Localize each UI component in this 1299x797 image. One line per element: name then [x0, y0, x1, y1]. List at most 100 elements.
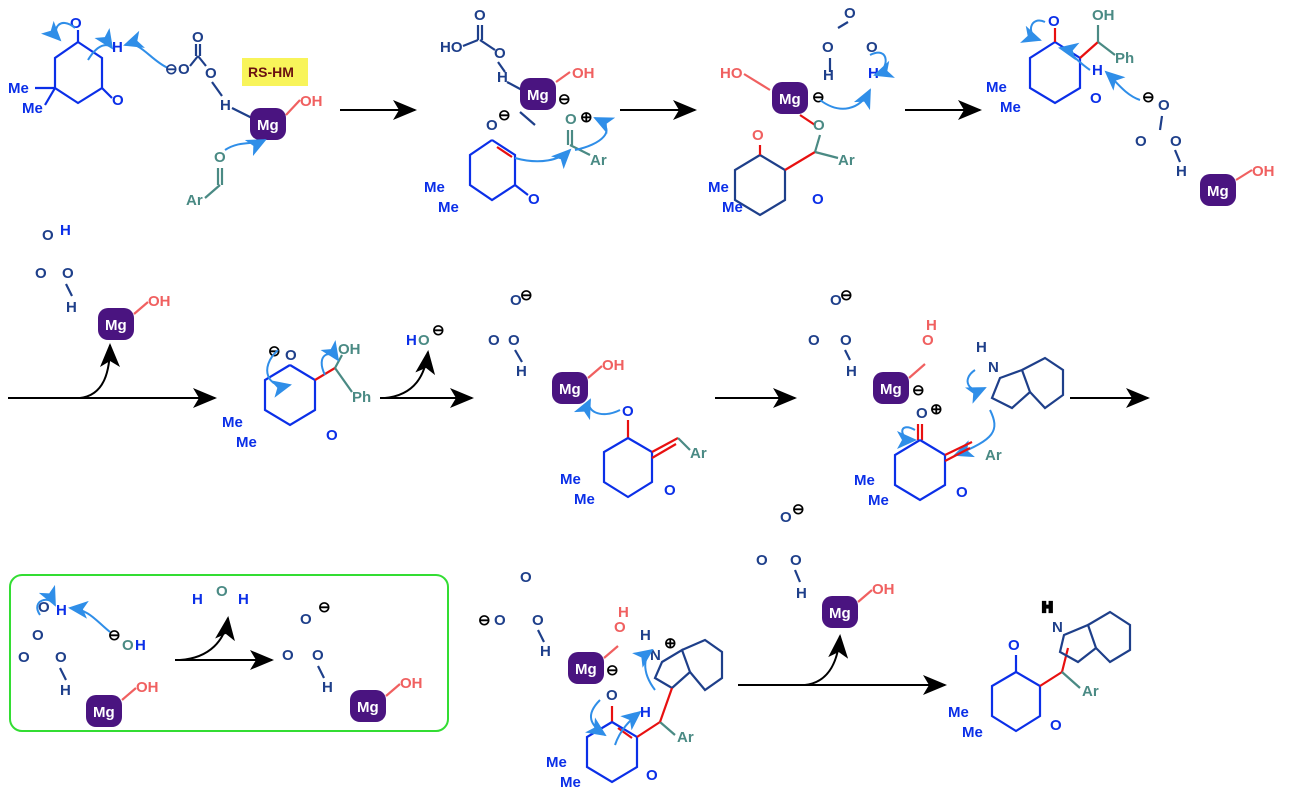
svg-text:H: H	[540, 643, 551, 660]
dimedone-structure-1: O O Me Me H	[8, 15, 124, 117]
svg-text:O: O	[756, 552, 768, 569]
svg-text:H: H	[618, 604, 629, 621]
svg-text:O: O	[565, 111, 577, 128]
svg-text:O: O	[494, 612, 506, 629]
svg-text:O: O	[1135, 133, 1147, 150]
final-product: O Ar O Me Me H N	[948, 598, 1132, 741]
svg-text:⊖: ⊖	[478, 612, 491, 629]
methyl-2: Me	[22, 100, 43, 117]
svg-text:O: O	[614, 619, 626, 636]
activated-enone-7: O ⊕ Ar O Me Me	[854, 401, 1002, 509]
mg-center-4: Mg OH	[1200, 163, 1275, 206]
mg-center-7: Mg ⊖ O H	[873, 317, 937, 404]
svg-text:Me: Me	[1000, 99, 1021, 116]
svg-text:N: N	[1052, 619, 1063, 636]
dehydration-intermediate: O ⊖ OH Ph O Me Me	[222, 341, 371, 451]
svg-text:O: O	[812, 191, 824, 208]
svg-text:OH: OH	[148, 293, 171, 310]
michael-adduct-8: O Ar H O Me Me H N ⊕	[546, 627, 724, 791]
catalyst-badge: RS-HM	[242, 58, 308, 86]
svg-text:⊖: ⊖	[268, 343, 281, 360]
svg-text:⊖: ⊖	[318, 599, 331, 616]
svg-text:HO: HO	[720, 65, 743, 82]
svg-text:O: O	[1090, 90, 1102, 107]
svg-text:O: O	[42, 227, 54, 244]
svg-text:O: O	[205, 65, 217, 82]
svg-text:Ar: Ar	[590, 152, 607, 169]
bicarbonate-8: ⊖ O O O H	[478, 569, 551, 660]
svg-text:H: H	[322, 679, 333, 696]
svg-text:Mg: Mg	[779, 91, 801, 108]
svg-text:O: O	[822, 39, 834, 56]
svg-text:O: O	[790, 552, 802, 569]
svg-text:O: O	[664, 482, 676, 499]
svg-text:H: H	[976, 339, 987, 356]
svg-text:Me: Me	[868, 492, 889, 509]
svg-text:⊖: ⊖	[840, 287, 853, 304]
mg-center-2: Mg ⊖ OH	[506, 65, 595, 110]
indole-7: H N	[976, 339, 1065, 410]
svg-text:O: O	[646, 767, 658, 784]
svg-text:N: N	[650, 647, 661, 664]
svg-text:Ar: Ar	[985, 447, 1002, 464]
svg-text:Mg: Mg	[575, 661, 597, 678]
svg-text:Me: Me	[962, 724, 983, 741]
svg-text:H: H	[60, 222, 71, 239]
svg-text:O: O	[528, 191, 540, 208]
svg-text:⊖: ⊖	[1142, 89, 1155, 106]
svg-text:⊖: ⊖	[432, 322, 445, 339]
bicarbonate-1: ⊖ O O O H	[165, 29, 231, 114]
svg-text:⊖: ⊖	[520, 287, 533, 304]
mg-center-8: Mg ⊖ O H	[568, 604, 629, 684]
svg-text:⊕: ⊕	[664, 635, 677, 652]
svg-text:O: O	[326, 427, 338, 444]
svg-text:⊖: ⊖	[812, 89, 825, 106]
mg-center-1: Mg OH	[231, 93, 323, 140]
svg-text:Me: Me	[948, 704, 969, 721]
svg-text:Ar: Ar	[1082, 683, 1099, 700]
svg-text:Me: Me	[708, 179, 729, 196]
svg-text:H: H	[823, 67, 834, 84]
svg-text:OH: OH	[136, 679, 159, 696]
svg-text:Ar: Ar	[186, 192, 203, 209]
svg-text:OH: OH	[1092, 7, 1115, 24]
svg-text:H: H	[640, 704, 651, 721]
svg-text:Me: Me	[560, 471, 581, 488]
svg-text:Mg: Mg	[93, 704, 115, 721]
mg-center-6: Mg OH	[552, 357, 625, 404]
aldehyde-1: O Ar	[186, 149, 226, 209]
svg-text:O: O	[18, 649, 30, 666]
svg-text:OH: OH	[1252, 163, 1275, 180]
released-catalyst-9: O ⊖ O O H Mg OH	[756, 501, 895, 628]
svg-text:Me: Me	[424, 179, 445, 196]
svg-text:HO: HO	[440, 39, 463, 56]
svg-text:O: O	[178, 61, 190, 78]
svg-text:⊕: ⊕	[930, 401, 943, 418]
svg-text:O: O	[956, 484, 968, 501]
svg-text:O: O	[214, 149, 226, 166]
enolate-2: O ⊖ O Me Me	[424, 107, 540, 216]
bicarbonate-4: ⊖ O O O H	[1135, 89, 1187, 180]
svg-text:O: O	[520, 569, 532, 586]
svg-text:O: O	[1170, 133, 1182, 150]
svg-text:⊖: ⊖	[792, 501, 805, 518]
svg-text:Ar: Ar	[677, 729, 694, 746]
svg-text:OH: OH	[572, 65, 595, 82]
bicarbonate-7: O ⊖ O O H	[808, 287, 857, 380]
svg-text:Me: Me	[438, 199, 459, 216]
svg-text:H: H	[192, 591, 203, 608]
svg-text:O: O	[216, 583, 228, 600]
svg-text:Ph: Ph	[1115, 50, 1134, 67]
bicarbonate-2: HO O O H	[440, 7, 508, 86]
aldol-adduct-3: O Ar O O Me Me	[708, 114, 855, 217]
svg-text:O: O	[285, 347, 297, 364]
svg-text:O: O	[418, 332, 430, 349]
svg-text:H: H	[640, 627, 651, 644]
svg-text:OH: OH	[872, 581, 895, 598]
svg-text:H: H	[1042, 599, 1053, 616]
svg-text:O: O	[916, 405, 928, 422]
svg-text:O: O	[35, 265, 47, 282]
svg-text:O: O	[922, 332, 934, 349]
svg-text:O: O	[300, 611, 312, 628]
